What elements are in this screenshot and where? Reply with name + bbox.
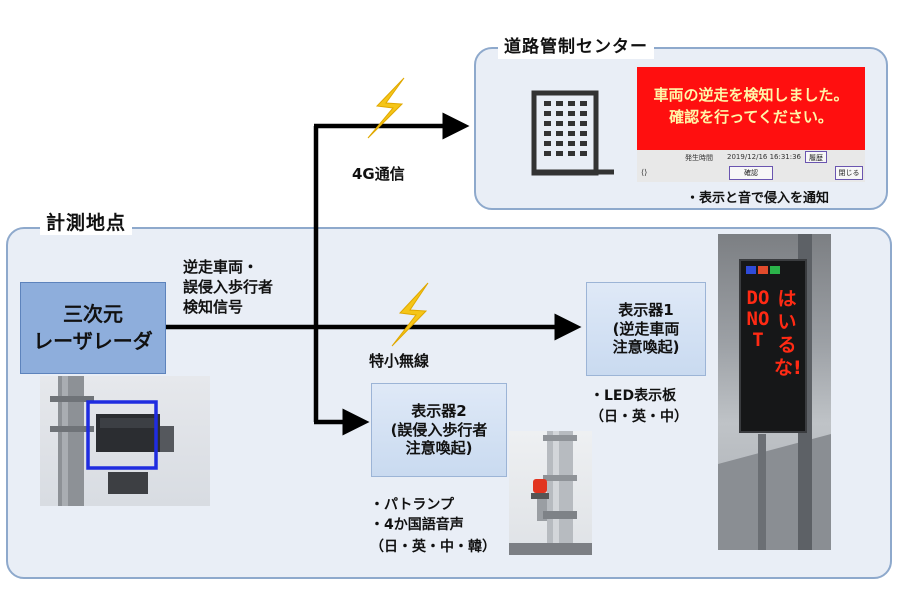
display2-title: 表示器2 (411, 401, 467, 420)
display2-line3: 注意喚起) (405, 439, 473, 458)
display1-note2: （日・英・中） (590, 409, 688, 425)
display1-title: 表示器1 (618, 300, 674, 319)
alert-side-icon: ⟨⟩ (641, 168, 648, 177)
led-sign-text-jp: はいるな! (774, 288, 802, 379)
led-sign-drawing (718, 234, 831, 550)
display1-line3: 注意喚起) (612, 338, 680, 357)
measurement-site-title: 計測地点 (40, 211, 133, 235)
control-center-title: 道路管制センター (498, 35, 654, 59)
alert-message-line1: 車両の逆走を検知しました。 (653, 86, 849, 104)
display2-line2: (誤侵入歩行者 (390, 420, 488, 439)
led-sign-text-en: DO NOT (746, 287, 770, 351)
radio-label: 特小無線 (369, 352, 430, 370)
display2-note3: （日・英・中・韓） (370, 539, 496, 555)
display1-box: 表示器1 (逆走車両 注意喚起) (586, 282, 706, 376)
radar-box: 三次元 レーザレーダ (20, 282, 166, 374)
display1-line2: (逆走車両 (612, 319, 680, 338)
signal-label-line1: 逆走車両・ (183, 258, 259, 276)
display1-note1: ・LED表示板 (590, 388, 677, 404)
display2-note1: ・パトランプ (370, 497, 454, 513)
signal-label-line3: 検知信号 (183, 298, 244, 316)
alert-close-button[interactable]: 閉じる (835, 166, 863, 180)
patrol-lamp-drawing (509, 431, 592, 555)
radar-label-line1: 三次元 (63, 302, 123, 326)
comm-4g-label: 4G通信 (352, 165, 405, 183)
alert-message-line2: 確認を行ってください。 (669, 108, 833, 126)
alert-info-strip: 発生時間 2019/12/16 16:31:36 履歴 確認 閉じる ⟨⟩ (637, 150, 865, 182)
alert-confirm-button[interactable]: 確認 (729, 166, 773, 180)
alert-time-value: 2019/12/16 16:31:36 (727, 153, 802, 161)
radar-photo (40, 376, 210, 506)
alert-time-label: 発生時間 (685, 154, 713, 162)
display2-note2: ・4か国語音声 (370, 517, 464, 533)
signal-label-line2: 誤侵入歩行者 (183, 278, 274, 296)
lightning-4g-icon (367, 77, 405, 139)
alert-history-button[interactable]: 履歴 (805, 151, 827, 163)
radar-label-line2: レーザレーダ (33, 329, 153, 353)
radar-photo-drawing (50, 376, 174, 506)
alert-screen: 車両の逆走を検知しました。 確認を行ってください。 発生時間 2019/12/1… (637, 67, 865, 182)
display2-box: 表示器2 (誤侵入歩行者 注意喚起) (371, 383, 507, 477)
led-sign-photo: DO NOT はいるな! (718, 234, 831, 550)
control-center-note: ・表示と音で侵入を通知 (686, 191, 830, 206)
patrol-lamp-photo (509, 431, 592, 555)
